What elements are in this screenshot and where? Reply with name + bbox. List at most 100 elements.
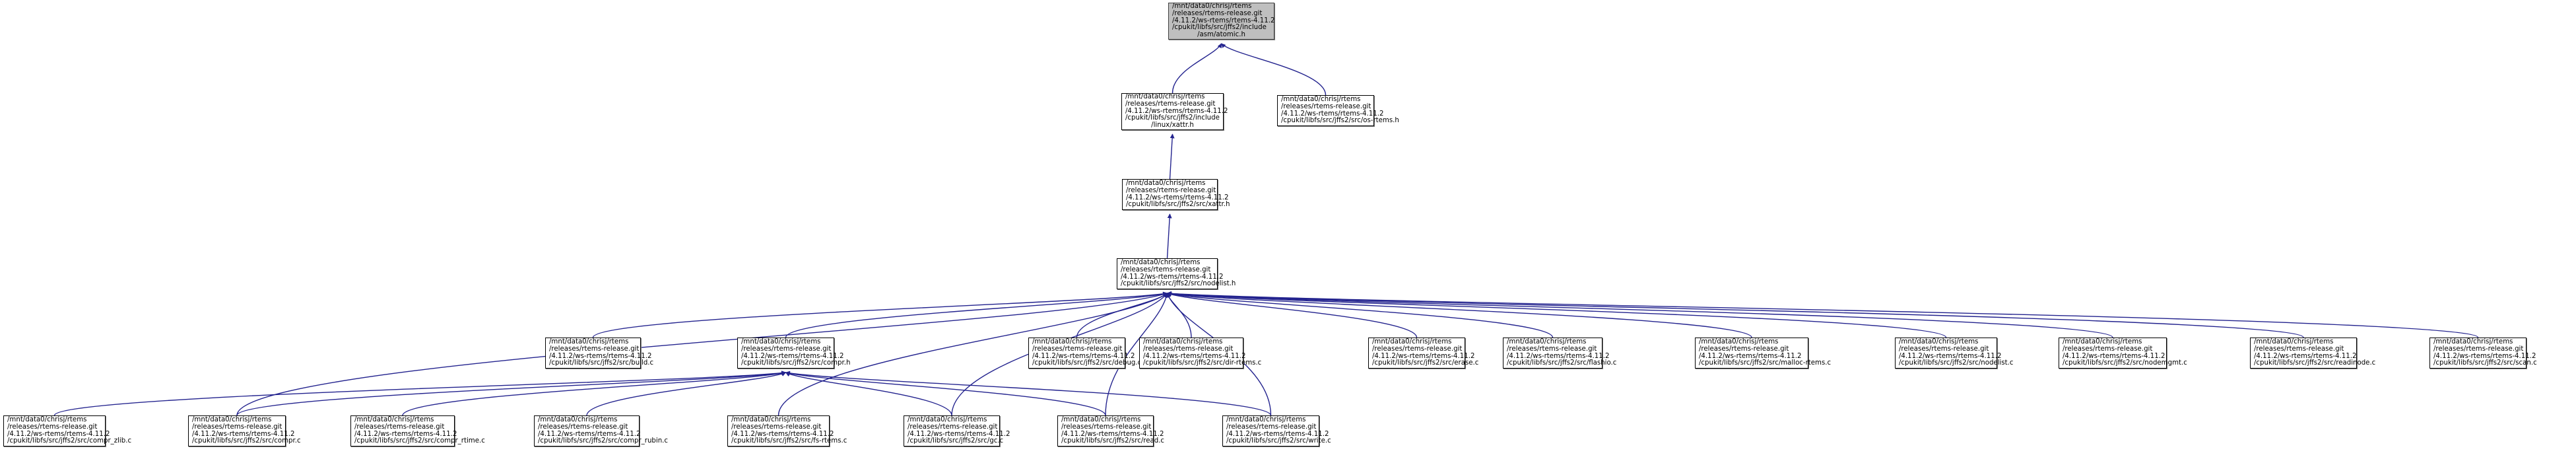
graph-edge [1221, 43, 1327, 96]
node-text-line: /releases/rtems-release.git [1507, 345, 1597, 353]
node-text-line: /cpukit/libfs/src/jffs2/src/debug.c [1032, 359, 1142, 367]
node-text-line: /mnt/data0/chrisj/rtems [1032, 338, 1112, 345]
node-text-line: /4.11.2/ws-rtems/rtems-4.11.2 [2254, 352, 2357, 360]
node-text-line: /cpukit/libfs/src/jffs2/src/os-rtems.h [1281, 117, 1399, 125]
node-text-line: /cpukit/libfs/src/jffs2/src/compr_rtime.… [354, 437, 485, 445]
node-text-line: /releases/rtems-release.git [1226, 423, 1317, 431]
node-text-line: /mnt/data0/chrisj/rtems [1143, 338, 1223, 345]
graph-edge [402, 371, 787, 416]
node-text-line: /mnt/data0/chrisj/rtems [2433, 338, 2513, 345]
graph-node-compr-h[interactable]: /mnt/data0/chrisj/rtems/releases/rtems-r… [737, 338, 850, 369]
node-text-line: /cpukit/libfs/src/jffs2/src/readinode.c [2254, 359, 2376, 367]
node-text-line: /mnt/data0/chrisj/rtems [1281, 95, 1361, 103]
node-text-line: /4.11.2/ws-rtems/rtems-4.11.2 [1143, 352, 1246, 360]
node-text-line: /mnt/data0/chrisj/rtems [354, 415, 434, 423]
node-text-line: /cpukit/libfs/src/jffs2/src/flashio.c [1507, 359, 1617, 367]
node-text-line: /4.11.2/ws-rtems/rtems-4.11.2 [7, 430, 110, 438]
node-text-line: /4.11.2/ws-rtems/rtems-4.11.2 [1172, 17, 1275, 24]
graph-edge [785, 372, 952, 416]
graph-edge [1166, 213, 1172, 259]
node-text-line: /releases/rtems-release.git [1281, 102, 1371, 110]
graph-edge [785, 371, 1272, 416]
graph-node-nodelist-h[interactable]: /mnt/data0/chrisj/rtems/releases/rtems-r… [1117, 258, 1236, 289]
node-text-line: /cpukit/libfs/src/jffs2/src/compr.c [192, 437, 301, 445]
node-text-line: /cpukit/libfs/src/jffs2/src/nodemgmt.c [2063, 359, 2187, 367]
node-text-line: /releases/rtems-release.git [538, 423, 628, 431]
node-text-line: /mnt/data0/chrisj/rtems [1507, 338, 1587, 345]
graph-edge [785, 291, 1168, 338]
node-text-line: /4.11.2/ws-rtems/rtems-4.11.2 [908, 430, 1010, 438]
graph-node-nodelist-c[interactable]: /mnt/data0/chrisj/rtems/releases/rtems-r… [1895, 338, 2013, 369]
graph-node-linux-xattr-h[interactable]: /mnt/data0/chrisj/rtems/releases/rtems-r… [1121, 92, 1228, 130]
graph-node-src-xattr-h[interactable]: /mnt/data0/chrisj/rtems/releases/rtems-r… [1122, 179, 1230, 210]
node-text-line: /cpukit/libfs/src/jffs2/src/compr_rubin.… [538, 437, 668, 445]
node-text-line: /4.11.2/ws-rtems/rtems-4.11.2 [2063, 352, 2165, 360]
node-text-line: /mnt/data0/chrisj/rtems [1125, 92, 1205, 100]
graph-node-build-c[interactable]: /mnt/data0/chrisj/rtems/releases/rtems-r… [545, 338, 653, 369]
graph-node-compr-c[interactable]: /mnt/data0/chrisj/rtems/releases/rtems-r… [188, 415, 301, 447]
node-text-line: /releases/rtems-release.git [1699, 345, 1789, 353]
node-text-line: /cpukit/libfs/src/jffs2/src/compr.h [741, 359, 851, 367]
node-text-line: /mnt/data0/chrisj/rtems [741, 338, 821, 345]
node-text-line: /releases/rtems-release.git [2254, 345, 2344, 353]
node-text-line: /4.11.2/ws-rtems/rtems-4.11.2 [1126, 194, 1229, 201]
graph-node-atomic-h[interactable]: /mnt/data0/chrisj/rtems/releases/rtems-r… [1168, 3, 1274, 40]
node-text-line: /4.11.2/ws-rtems/rtems-4.11.2 [1226, 430, 1329, 438]
node-text-line: /releases/rtems-release.git [908, 423, 998, 431]
node-text-line: /4.11.2/ws-rtems/rtems-4.11.2 [1507, 352, 1610, 360]
node-text-line: /releases/rtems-release.git [1143, 345, 1234, 353]
node-text-line: /4.11.2/ws-rtems/rtems-4.11.2 [354, 430, 457, 438]
node-text-line: /4.11.2/ws-rtems/rtems-4.11.2 [1032, 352, 1135, 360]
graph-node-readinode-c[interactable]: /mnt/data0/chrisj/rtems/releases/rtems-r… [2250, 338, 2375, 369]
node-text-line: /cpukit/libfs/src/jffs2/src/compr_zlib.c [7, 437, 132, 445]
node-text-line: /mnt/data0/chrisj/rtems [1126, 179, 1206, 187]
node-text-line: /mnt/data0/chrisj/rtems [7, 415, 87, 423]
node-text-line: /releases/rtems-release.git [741, 345, 832, 353]
graph-node-flashio-c[interactable]: /mnt/data0/chrisj/rtems/releases/rtems-r… [1503, 338, 1616, 369]
node-text-line: /cpukit/libfs/src/jffs2/include [1125, 114, 1220, 122]
graph-node-gc-c[interactable]: /mnt/data0/chrisj/rtems/releases/rtems-r… [904, 415, 1010, 447]
graph-node-nodemgmt-c[interactable]: /mnt/data0/chrisj/rtems/releases/rtems-r… [2059, 338, 2187, 369]
node-text-line: /cpukit/libfs/src/jffs2/include [1172, 24, 1267, 32]
graph-node-compr-rtime-c[interactable]: /mnt/data0/chrisj/rtems/releases/rtems-r… [350, 415, 485, 447]
graph-node-read-c[interactable]: /mnt/data0/chrisj/rtems/releases/rtems-r… [1057, 415, 1164, 447]
graph-node-write-c[interactable]: /mnt/data0/chrisj/rtems/releases/rtems-r… [1222, 415, 1331, 447]
node-text-line: /4.11.2/ws-rtems/rtems-4.11.2 [741, 352, 844, 360]
node-text-line: /mnt/data0/chrisj/rtems [1899, 338, 1979, 345]
graph-node-debug-c[interactable]: /mnt/data0/chrisj/rtems/releases/rtems-r… [1028, 338, 1141, 369]
node-text-line: /releases/rtems-release.git [1372, 345, 1463, 353]
node-text-line: /4.11.2/ws-rtems/rtems-4.11.2 [538, 430, 641, 438]
graph-node-scan-c[interactable]: /mnt/data0/chrisj/rtems/releases/rtems-r… [2429, 338, 2537, 369]
graph-node-dir-rtems-c[interactable]: /mnt/data0/chrisj/rtems/releases/rtems-r… [1139, 338, 1261, 369]
node-text-line: /releases/rtems-release.git [1126, 186, 1216, 194]
node-text-line: /4.11.2/ws-rtems/rtems-4.11.2 [1699, 352, 1802, 360]
graph-node-os-rtems-h[interactable]: /mnt/data0/chrisj/rtems/releases/rtems-r… [1277, 95, 1399, 126]
graph-edge [1166, 291, 1947, 338]
node-text-line: /releases/rtems-release.git [1032, 345, 1123, 353]
node-text-line: /4.11.2/ws-rtems/rtems-4.11.2 [1121, 273, 1224, 281]
graph-node-malloc-rtems-c[interactable]: /mnt/data0/chrisj/rtems/releases/rtems-r… [1695, 338, 1831, 369]
graph-node-fs-rtems-c[interactable]: /mnt/data0/chrisj/rtems/releases/rtems-r… [727, 415, 847, 447]
node-text-line: /releases/rtems-release.git [2433, 345, 2524, 353]
node-text-line: /mnt/data0/chrisj/rtems [908, 415, 987, 423]
graph-edge [53, 371, 787, 416]
node-text-line: /cpukit/libfs/src/jffs2/src/write.c [1226, 437, 1331, 445]
graph-edge [1166, 291, 1752, 338]
node-text-line: /4.11.2/ws-rtems/rtems-4.11.2 [1061, 430, 1164, 438]
node-text-line: /asm/atomic.h [1197, 31, 1245, 39]
graph-node-erase-c[interactable]: /mnt/data0/chrisj/rtems/releases/rtems-r… [1368, 338, 1478, 369]
graph-edge [592, 291, 1168, 338]
graph-edge [236, 371, 787, 416]
node-text-line: /mnt/data0/chrisj/rtems [1121, 258, 1201, 266]
node-text-line: /4.11.2/ws-rtems/rtems-4.11.2 [1372, 352, 1475, 360]
node-text-line: /mnt/data0/chrisj/rtems [1372, 338, 1452, 345]
node-text-line: /mnt/data0/chrisj/rtems [1061, 415, 1141, 423]
graph-node-compr-rubin-c[interactable]: /mnt/data0/chrisj/rtems/releases/rtems-r… [534, 415, 668, 447]
graph-edge [1076, 293, 1168, 338]
graph-node-compr-zlib-c[interactable]: /mnt/data0/chrisj/rtems/releases/rtems-r… [3, 415, 131, 447]
node-text-line: /releases/rtems-release.git [549, 345, 640, 353]
node-text-line: /releases/rtems-release.git [2063, 345, 2153, 353]
node-text-line: /4.11.2/ws-rtems/rtems-4.11.2 [192, 430, 295, 438]
